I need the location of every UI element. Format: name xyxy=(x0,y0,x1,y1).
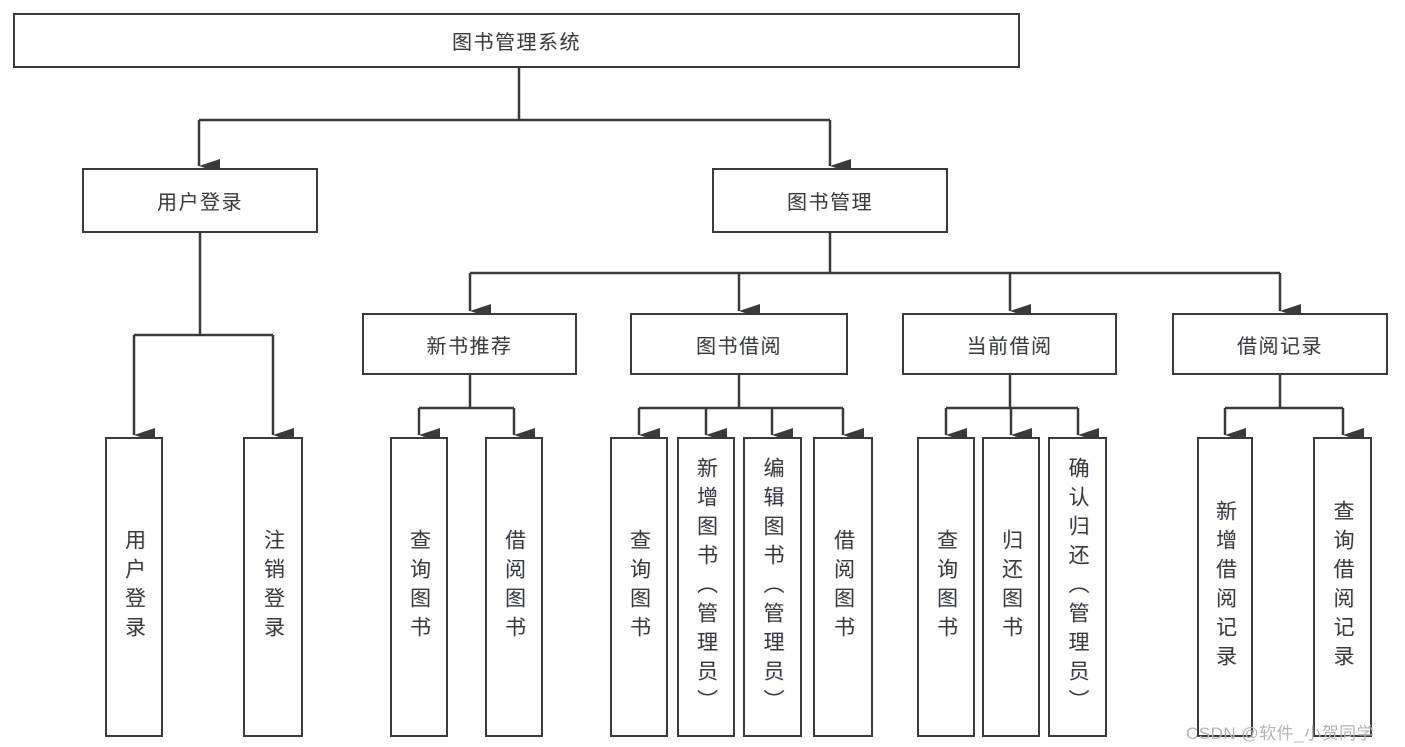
node-label: 新增图书（管理员） xyxy=(694,456,718,718)
node-label: 新增借阅记录 xyxy=(1213,500,1237,674)
leaf-user-login: 用户登录 xyxy=(105,437,163,737)
node-label: 图书管理系统 xyxy=(452,32,581,54)
node-book-management: 图书管理 xyxy=(712,168,948,233)
node-label: 借阅记录 xyxy=(1237,335,1323,358)
leaf-add-books-admin: 新增图书（管理员） xyxy=(677,437,735,737)
node-label: 用户登录 xyxy=(122,529,146,645)
node-current-borrow: 当前借阅 xyxy=(902,313,1117,375)
leaf-query-borrow-record: 查询借阅记录 xyxy=(1313,437,1372,737)
node-label: 查询图书 xyxy=(934,529,958,645)
leaf-logout: 注销登录 xyxy=(243,437,303,737)
node-label: 图书借阅 xyxy=(696,335,782,358)
leaf-query-books-current: 查询图书 xyxy=(917,437,975,737)
leaf-query-books-recommend: 查询图书 xyxy=(390,437,448,737)
leaf-edit-books-admin: 编辑图书（管理员） xyxy=(743,437,802,737)
leaf-return-books: 归还图书 xyxy=(982,437,1040,737)
csdn-watermark: CSDN @软件_小贺同学 xyxy=(1186,724,1375,743)
node-label: 编辑图书（管理员） xyxy=(761,456,784,718)
node-label: 图书管理 xyxy=(787,192,873,214)
node-label: 查询借阅记录 xyxy=(1331,500,1354,674)
node-root-library-system: 图书管理系统 xyxy=(13,13,1020,68)
node-label: 当前借阅 xyxy=(966,335,1053,358)
leaf-borrow-books-recommend: 借阅图书 xyxy=(485,437,543,737)
node-label: 确认归还（管理员） xyxy=(1066,456,1089,718)
node-label: 归还图书 xyxy=(999,529,1023,645)
node-user-login: 用户登录 xyxy=(82,168,318,233)
node-label: 用户登录 xyxy=(157,192,243,214)
leaf-add-borrow-record: 新增借阅记录 xyxy=(1197,437,1253,737)
node-label: 借阅图书 xyxy=(502,529,526,645)
node-label: 查询图书 xyxy=(627,529,651,645)
node-label: 新书推荐 xyxy=(426,335,513,358)
node-new-book-recommend: 新书推荐 xyxy=(362,313,577,375)
node-label: 借阅图书 xyxy=(831,529,855,645)
node-label: 查询图书 xyxy=(407,529,431,645)
leaf-query-books-borrow: 查询图书 xyxy=(610,437,668,737)
leaf-borrow-books: 借阅图书 xyxy=(813,437,873,737)
node-book-borrow: 图书借阅 xyxy=(630,313,848,375)
node-label: 注销登录 xyxy=(261,529,285,645)
leaf-confirm-return-admin: 确认归还（管理员） xyxy=(1048,437,1107,737)
node-borrow-records: 借阅记录 xyxy=(1172,313,1388,375)
